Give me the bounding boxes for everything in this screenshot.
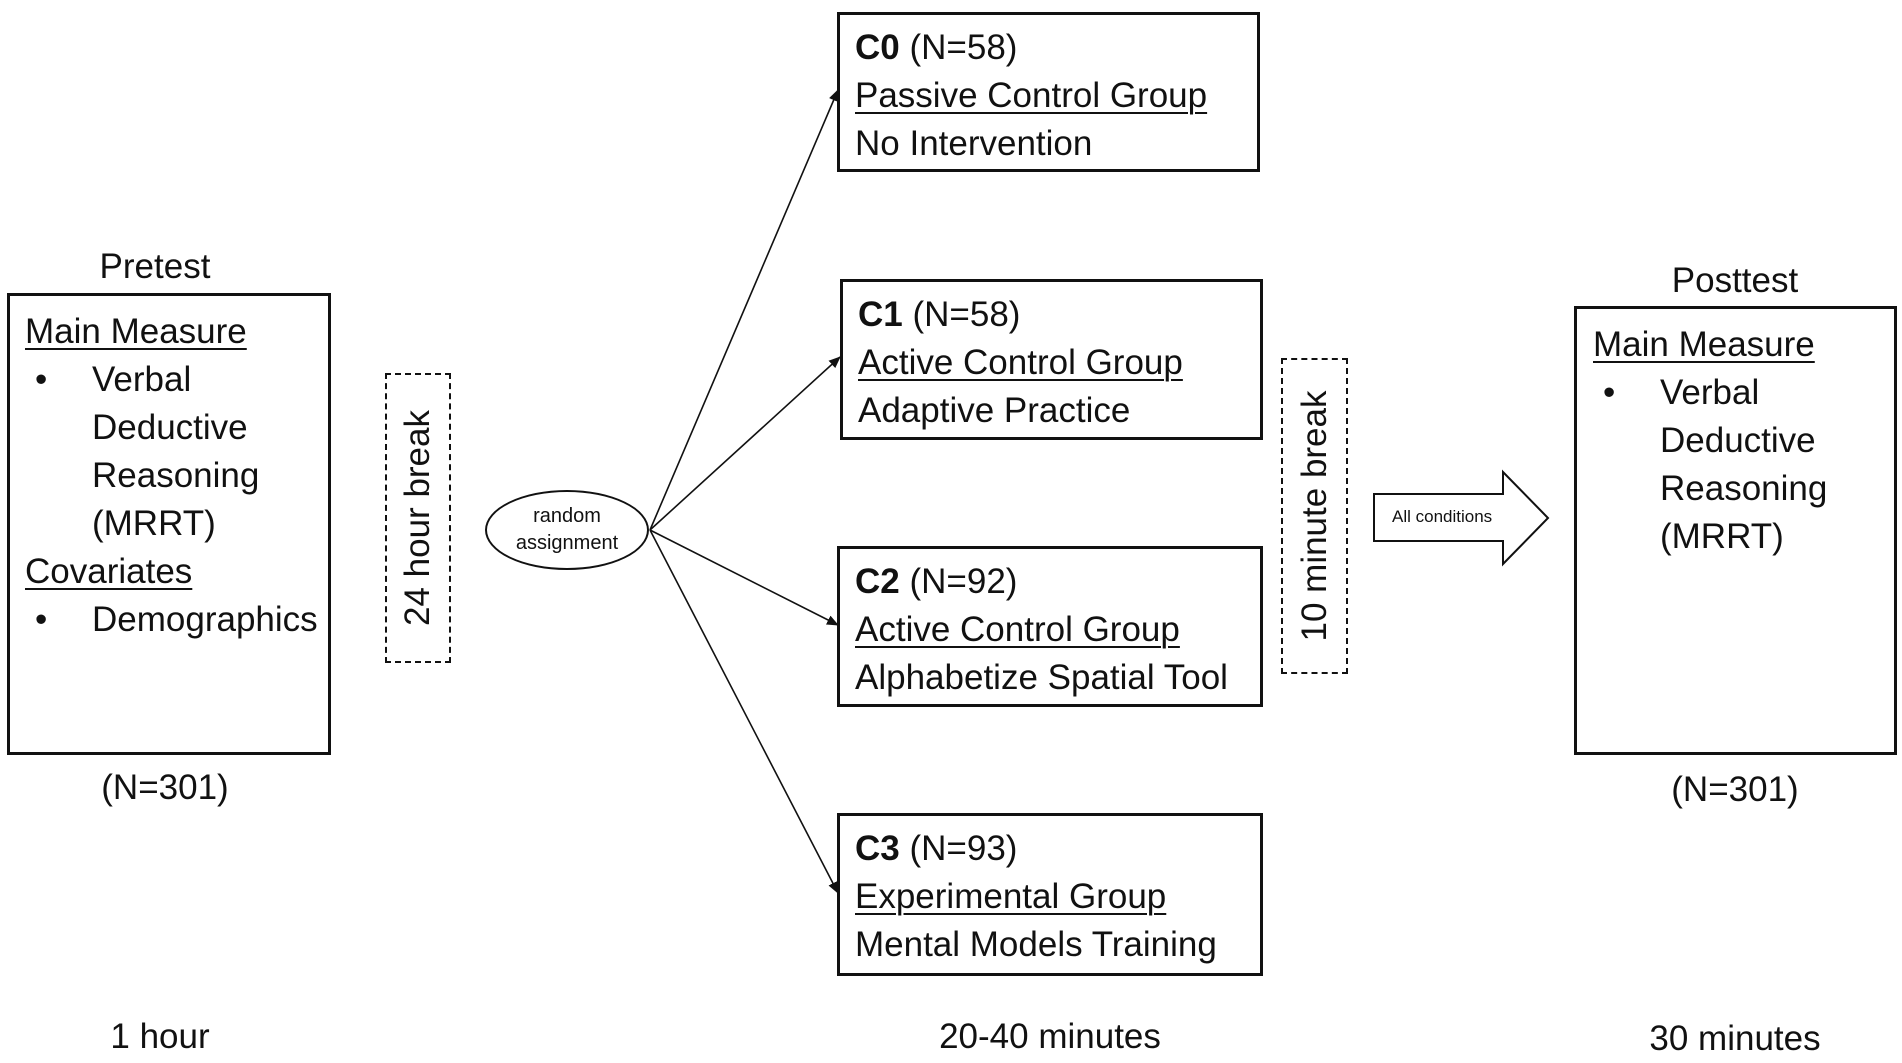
arrow-to-c0 xyxy=(649,89,839,531)
pretest-covariate-item: • Demographics xyxy=(25,596,328,644)
bullet-icon: • xyxy=(35,360,48,399)
posttest-n: (N=301) xyxy=(1671,770,1799,809)
all-conditions-label: All conditions xyxy=(1392,507,1493,526)
condition-intervention: Mental Models Training xyxy=(855,925,1217,964)
condition-header: C3 (N=93) xyxy=(855,825,1260,873)
condition-n: (N=58) xyxy=(909,28,1018,67)
posttest-measure-item: • Verbal Deductive Reasoning (MRRT) xyxy=(1593,369,1894,561)
pretest-covariates-heading: Covariates xyxy=(25,552,193,591)
random-assignment-line: random xyxy=(533,505,601,527)
posttest-box: Main Measure • Verbal Deductive Reasonin… xyxy=(1574,306,1897,755)
bullet-icon: • xyxy=(35,600,48,639)
condition-intervention: Adaptive Practice xyxy=(858,391,1131,430)
condition-code: C1 xyxy=(858,295,903,334)
condition-header: C0 (N=58) xyxy=(855,24,1257,72)
intervention-duration: 20-40 minutes xyxy=(939,1017,1161,1056)
posttest-measure-line: Verbal xyxy=(1660,373,1760,412)
condition-intervention: No Intervention xyxy=(855,124,1093,163)
random-assignment-node: random assignment xyxy=(485,490,649,570)
condition-box-c3: C3 (N=93) Experimental Group Mental Mode… xyxy=(837,813,1263,976)
condition-intervention: Alphabetize Spatial Tool xyxy=(855,658,1228,697)
condition-code: C0 xyxy=(855,28,900,67)
break-24-hour-label: 24 hour break xyxy=(398,410,437,626)
condition-box-c2: C2 (N=92) Active Control Group Alphabeti… xyxy=(837,546,1263,707)
pretest-title: Pretest xyxy=(99,247,211,286)
posttest-main-measure-heading: Main Measure xyxy=(1593,325,1815,364)
condition-group: Passive Control Group xyxy=(855,76,1208,115)
all-conditions-arrow xyxy=(1373,469,1550,567)
condition-group: Active Control Group xyxy=(858,343,1183,382)
pretest-n: (N=301) xyxy=(101,768,229,807)
posttest-measure-line: Reasoning xyxy=(1660,469,1828,508)
condition-code: C2 xyxy=(855,562,900,601)
arrow-to-c1 xyxy=(649,356,841,531)
pretest-measure-line: Verbal xyxy=(92,360,192,399)
pretest-measure-line: Deductive xyxy=(92,408,248,447)
condition-code: C3 xyxy=(855,829,900,868)
posttest-measure-line: Deductive xyxy=(1660,421,1816,460)
condition-n: (N=93) xyxy=(909,829,1018,868)
posttest-duration: 30 minutes xyxy=(1649,1019,1821,1058)
pretest-main-measure-heading: Main Measure xyxy=(25,312,247,351)
arrow-to-c3 xyxy=(649,529,839,894)
posttest-measure-line: (MRRT) xyxy=(1660,517,1784,556)
pretest-covariate-label: Demographics xyxy=(92,600,318,639)
posttest-title: Posttest xyxy=(1671,261,1799,300)
pretest-measure-line: (MRRT) xyxy=(92,504,216,543)
condition-header: C1 (N=58) xyxy=(858,291,1260,339)
arrow-to-c2 xyxy=(649,529,839,626)
condition-n: (N=58) xyxy=(912,295,1021,334)
break-10-minute-label: 10 minute break xyxy=(1294,390,1334,642)
random-assignment-line: assignment xyxy=(515,532,619,554)
condition-box-c1: C1 (N=58) Active Control Group Adaptive … xyxy=(840,279,1263,440)
pretest-duration: 1 hour xyxy=(110,1017,210,1056)
pretest-measure-item: • Verbal Deductive Reasoning (MRRT) xyxy=(25,356,328,548)
break-10-minute-box: 10 minute break xyxy=(1281,358,1348,674)
bullet-icon: • xyxy=(1603,373,1616,412)
break-24-hour-box: 24 hour break xyxy=(385,373,451,663)
condition-group: Active Control Group xyxy=(855,610,1180,649)
pretest-measure-line: Reasoning xyxy=(92,456,260,495)
condition-group: Experimental Group xyxy=(855,877,1167,916)
condition-n: (N=92) xyxy=(909,562,1018,601)
condition-box-c0: C0 (N=58) Passive Control Group No Inter… xyxy=(837,12,1260,172)
condition-header: C2 (N=92) xyxy=(855,558,1260,606)
pretest-box: Main Measure • Verbal Deductive Reasonin… xyxy=(7,293,331,755)
